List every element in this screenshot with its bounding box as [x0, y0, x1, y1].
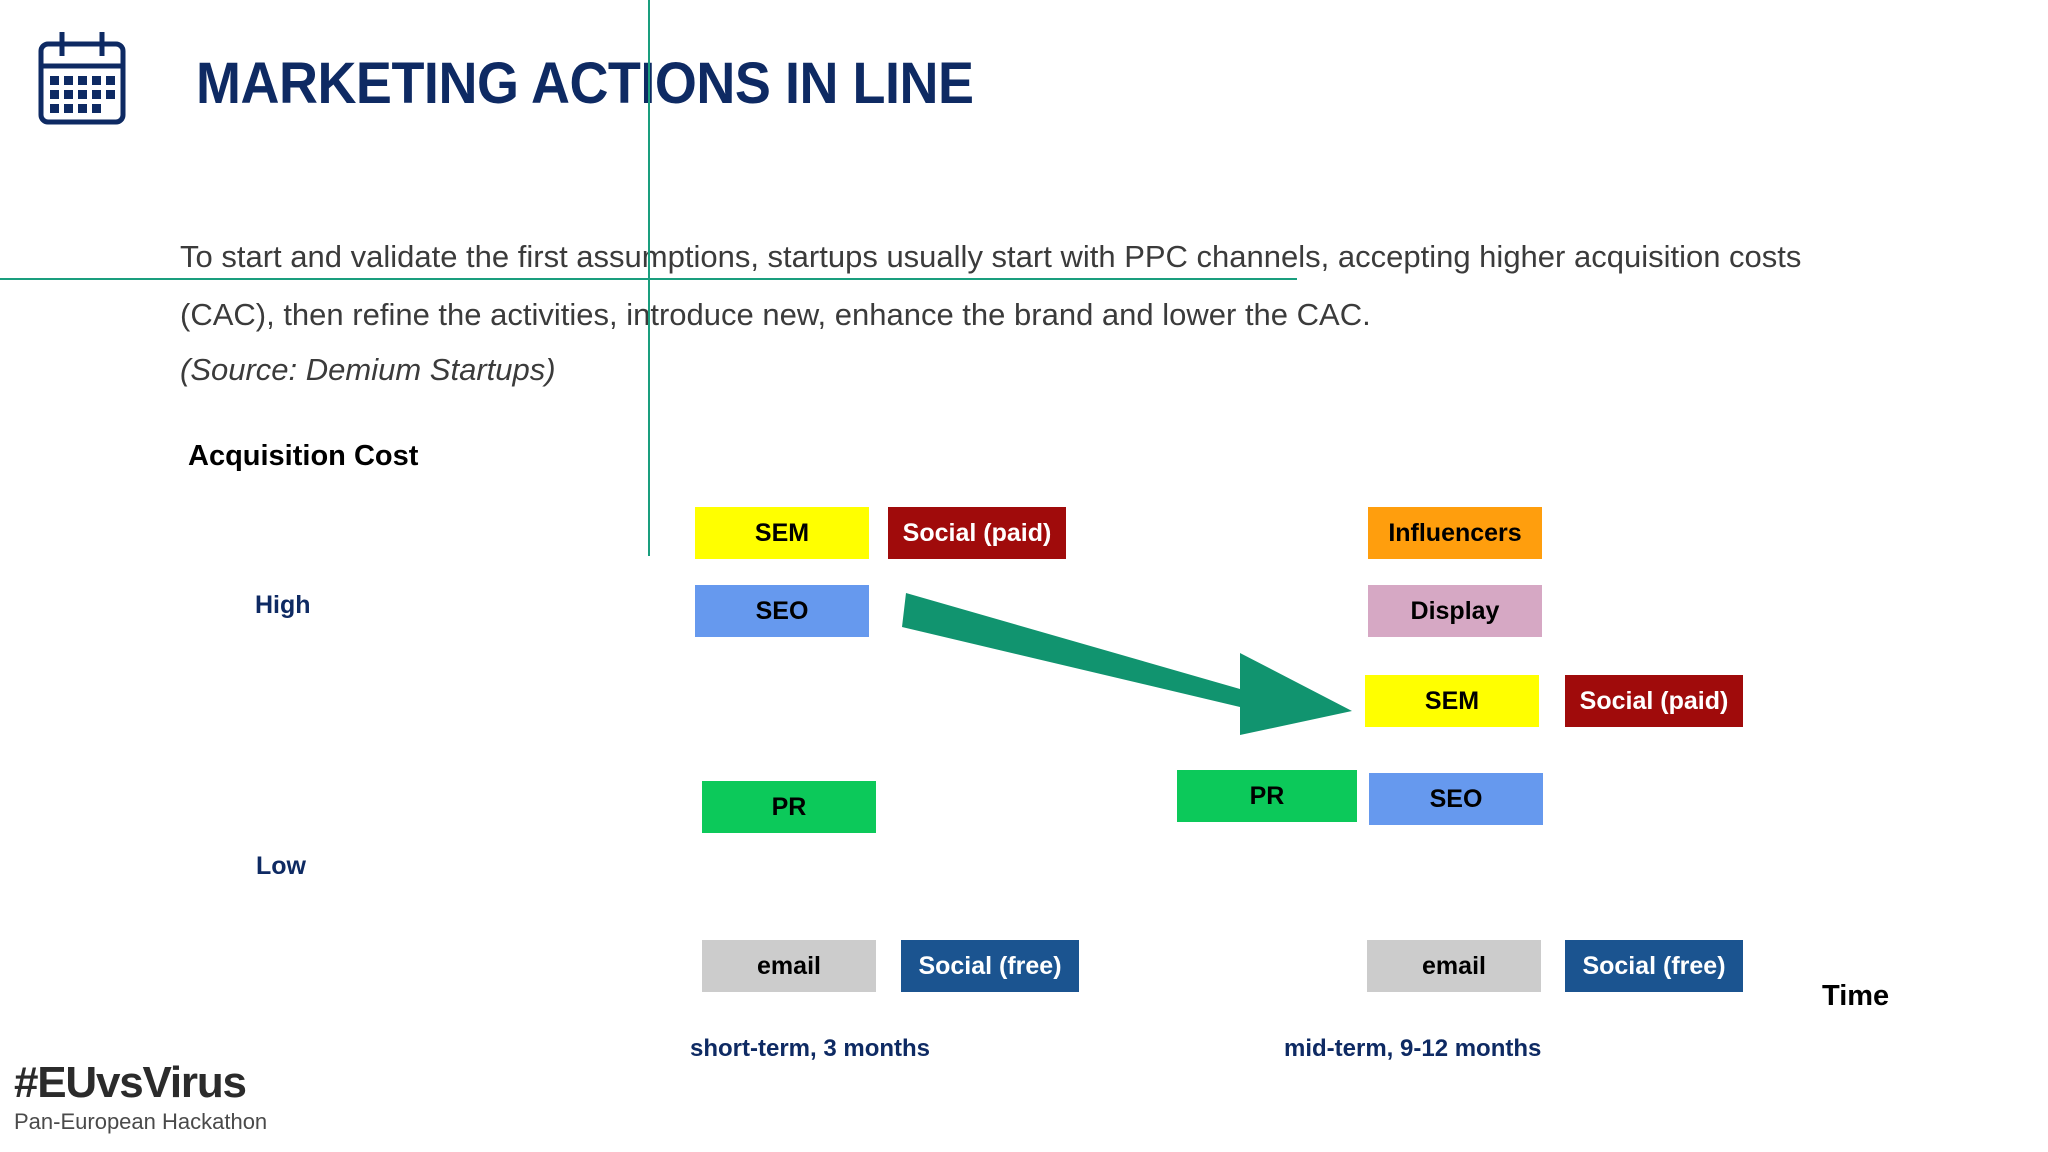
y-axis-title: Acquisition Cost: [188, 440, 419, 472]
channel-chip-seo-short[interactable]: SEO: [695, 585, 869, 637]
channel-chip-social-free-mid[interactable]: Social (free): [1565, 940, 1743, 992]
y-tick-low: Low: [256, 852, 306, 880]
channel-chip-social-paid-short[interactable]: Social (paid): [888, 507, 1066, 559]
channel-chip-pr-mid[interactable]: PR: [1177, 770, 1357, 822]
channel-chip-display-mid[interactable]: Display: [1368, 585, 1542, 637]
channel-chip-sem-short[interactable]: SEM: [695, 507, 869, 559]
channel-chip-email-mid[interactable]: email: [1367, 940, 1541, 992]
calendar-icon: [34, 30, 130, 128]
channel-chip-sem-mid[interactable]: SEM: [1365, 675, 1539, 727]
channel-chip-social-free-short[interactable]: Social (free): [901, 940, 1079, 992]
trend-arrow-icon: [900, 585, 1360, 735]
channel-chip-email-short[interactable]: email: [702, 940, 876, 992]
logo-tagline: Pan-European Hackathon: [14, 1109, 268, 1134]
source-attribution: (Source: Demium Startups): [180, 352, 556, 387]
page-title: MARKETING ACTIONS IN LINE: [196, 51, 974, 116]
channel-chip-seo-mid[interactable]: SEO: [1369, 773, 1543, 825]
x-axis-title: Time: [1822, 980, 1890, 1012]
body-paragraph: To start and validate the first assumpti…: [180, 239, 1802, 332]
matrix-horizontal-divider: [0, 278, 1297, 280]
channel-chip-influencers-mid[interactable]: Influencers: [1368, 507, 1542, 559]
x-tick-short-term: short-term, 3 months: [690, 1035, 931, 1062]
channel-chip-pr-short[interactable]: PR: [702, 781, 876, 833]
channel-chip-social-paid-mid[interactable]: Social (paid): [1565, 675, 1743, 727]
euvsvirus-logo: #EUvsVirus Pan-European Hackathon: [14, 1060, 304, 1136]
logo-wordmark: #EUvsVirus: [14, 1058, 247, 1107]
x-tick-mid-term: mid-term, 9-12 months: [1284, 1035, 1542, 1062]
y-tick-high: High: [255, 591, 311, 619]
